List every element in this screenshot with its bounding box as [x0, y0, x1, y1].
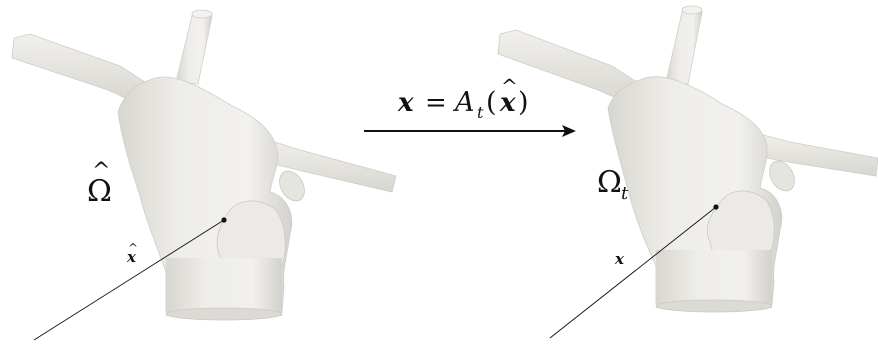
current-point-label: x	[614, 250, 625, 268]
top-branch	[175, 11, 213, 85]
hat-accent: ^	[128, 241, 138, 255]
reference-domain-vessel	[11, 9, 397, 321]
arrow-head-icon	[562, 125, 576, 137]
mapping-equation: x = A t ( x ^ )	[397, 74, 529, 122]
equals-sign: =	[425, 88, 447, 118]
open-paren: (	[486, 87, 497, 118]
current-point-pointer	[549, 206, 717, 339]
hat-accent: ^	[92, 159, 110, 184]
current-domain-label: Ω t	[597, 165, 629, 204]
hat-accent: ^	[501, 74, 518, 98]
argument-symbol: x	[499, 88, 516, 118]
point-symbol: x	[126, 248, 137, 266]
current-domain-vessel	[497, 5, 878, 313]
omega-subscript: t	[621, 183, 629, 204]
lhs-symbol: x	[397, 88, 414, 118]
reference-domain-label: Ω ^	[87, 159, 112, 209]
left-branch	[11, 33, 149, 105]
top-branch	[665, 7, 703, 85]
mapping-arrow	[364, 125, 576, 137]
close-paren: )	[518, 87, 529, 118]
omega-symbol: Ω	[597, 165, 622, 200]
reference-point-label: x ^	[126, 241, 138, 266]
reference-point-pointer	[33, 219, 225, 341]
omega-symbol: Ω	[87, 174, 112, 209]
map-operator: A	[452, 87, 475, 118]
map-subscript: t	[477, 103, 484, 122]
